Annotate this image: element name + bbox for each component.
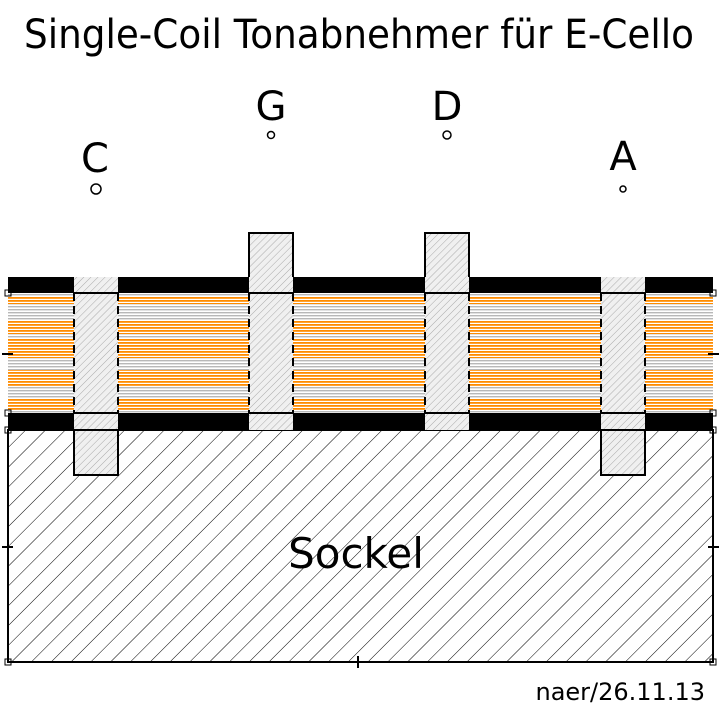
pole-piece-d bbox=[424, 232, 470, 430]
socket-label: Sockel bbox=[288, 529, 424, 578]
top-flange bbox=[8, 277, 713, 293]
string-label-a: A bbox=[609, 134, 637, 180]
coil-winding bbox=[8, 293, 713, 413]
signature: naer/26.11.13 bbox=[535, 678, 705, 705]
pole-piece-c bbox=[73, 277, 119, 476]
string-label-g: G bbox=[256, 84, 287, 130]
frame-marks bbox=[2, 289, 719, 668]
pole-piece-a bbox=[600, 277, 646, 476]
string-label-c: C bbox=[81, 136, 109, 182]
string-d bbox=[442, 130, 452, 140]
socket-base bbox=[7, 429, 714, 663]
bottom-flange bbox=[8, 413, 713, 430]
string-label-d: D bbox=[432, 84, 463, 130]
string-a bbox=[619, 185, 627, 193]
string-c bbox=[90, 183, 102, 195]
pole-piece-g bbox=[248, 232, 294, 430]
string-g bbox=[266, 130, 276, 140]
diagram-title: Single-Coil Tonabnehmer für E-Cello bbox=[24, 12, 694, 58]
